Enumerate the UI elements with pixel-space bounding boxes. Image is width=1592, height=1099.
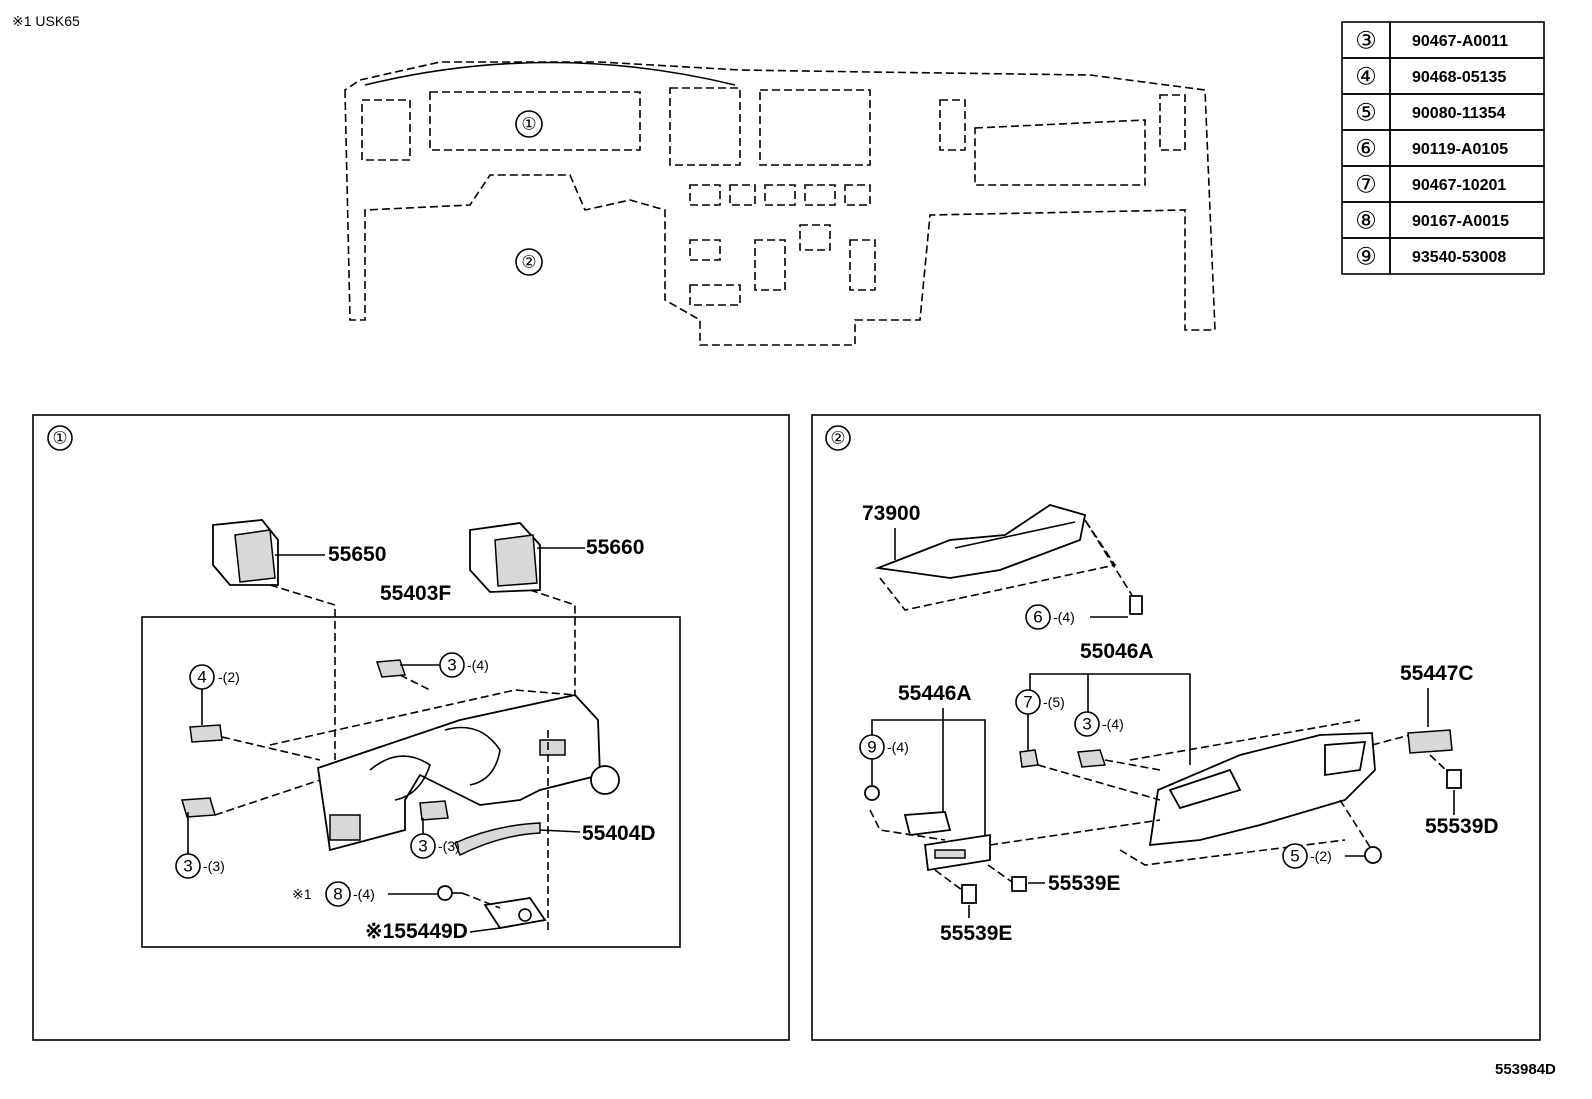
callout-3-p2-qty: -(4) xyxy=(1102,716,1124,732)
panel-1: ① 55650 55660 55403F xyxy=(32,414,790,1041)
table-ref: ④ xyxy=(1355,64,1377,91)
trim-55404d-part xyxy=(454,822,581,857)
switch-base-55446a-part xyxy=(924,833,991,872)
part-label-55447c: 55447C xyxy=(1400,662,1474,685)
diagram-id: 553984D xyxy=(1495,1061,1556,1078)
table-part-number: 90467-10201 xyxy=(1412,177,1506,194)
clip-left-bottom xyxy=(181,797,216,818)
assembly-55403f-frame xyxy=(141,616,681,948)
panel-2-title-circle xyxy=(825,425,851,451)
bolt-6-part xyxy=(1129,595,1143,615)
panel-1-title: ① xyxy=(52,429,67,448)
switch-55449d-part xyxy=(483,897,547,929)
callout-8-bubble xyxy=(325,881,351,907)
part-label-55446a: 55446A xyxy=(898,682,972,705)
callout-3c-qty: -(3) xyxy=(438,838,460,854)
callout-3c-num: 3 xyxy=(418,837,427,856)
table-ref: ⑧ xyxy=(1355,208,1377,235)
clip-3-p2-part xyxy=(1077,749,1107,768)
callout-3-p2-bubble xyxy=(1074,711,1100,737)
screw-9-part xyxy=(864,785,880,801)
cap-55539e-a-part xyxy=(1011,876,1027,892)
clip-7-part xyxy=(1019,749,1039,768)
table-part-number: 93540-53008 xyxy=(1412,249,1506,266)
clip-top xyxy=(375,659,407,678)
part-label-55404d: 55404D xyxy=(582,822,656,845)
callout-3a-num: 3 xyxy=(447,656,456,675)
vent-55660-part xyxy=(469,522,585,593)
part-label-55650: 55650 xyxy=(328,543,386,566)
glovebox-bezel-part xyxy=(1148,732,1376,847)
panel-2-title: ② xyxy=(830,429,845,448)
panel-2-frame xyxy=(811,414,1541,1041)
table-partno-cell xyxy=(1389,237,1545,275)
panel-2: ② 73900 6 -(4) 55046A 7 -(5) 3 -(4) xyxy=(811,414,1541,1041)
callout-3b-qty: -(3) xyxy=(203,858,225,874)
callout-8-num: 8 xyxy=(333,885,342,904)
table-part-number: 90119-A0105 xyxy=(1412,141,1508,158)
bracket-73900-part xyxy=(874,504,1087,579)
callout-7-num: 7 xyxy=(1023,693,1032,712)
callout-6-qty: -(4) xyxy=(1053,609,1075,625)
callout-5-num: 5 xyxy=(1290,847,1299,866)
clip-left-top xyxy=(189,724,223,743)
cap-55539e-b-part xyxy=(961,884,977,904)
parts-table: ③ 90467-A0011 ④ 90468-05135 ⑤ 90080-11354 ⑥ 901… xyxy=(1341,21,1545,275)
dashboard-overview: ① ② xyxy=(344,61,1216,346)
cluster-panel-outline xyxy=(429,91,641,151)
part-label-55403f: 55403F xyxy=(380,582,451,605)
clip-center xyxy=(419,800,449,821)
callout-4-num: 4 xyxy=(197,668,206,687)
callout-3a-qty: -(4) xyxy=(467,657,489,673)
callout-3-p2-num: 3 xyxy=(1082,715,1091,734)
callout-4-qty: -(2) xyxy=(218,669,240,685)
callout-9-qty: -(4) xyxy=(887,739,909,755)
overview-callout-1-label: ① xyxy=(521,115,536,134)
part-label-55539e-a: 55539E xyxy=(1048,872,1120,895)
switch-55447c-part xyxy=(1407,729,1453,754)
part-label-73900: 73900 xyxy=(862,502,920,525)
table-part-number: 90167-A0015 xyxy=(1412,213,1509,230)
screw-8-part xyxy=(437,885,462,901)
screw-5-part xyxy=(1364,846,1382,864)
vent-55650-part xyxy=(212,519,325,586)
overview-callout-2 xyxy=(515,248,543,276)
panel-1-frame xyxy=(32,414,790,1041)
lower-bracket-part xyxy=(903,811,952,836)
callout-8-note: ※1 xyxy=(292,886,312,902)
part-label-55046a: 55046A xyxy=(1080,640,1154,663)
table-ref: ⑥ xyxy=(1355,136,1377,163)
panel-1-title-circle xyxy=(47,425,73,451)
table-part-number: 90080-11354 xyxy=(1412,105,1506,122)
overview-callout-2-label: ② xyxy=(521,253,536,272)
table-ref: ⑨ xyxy=(1355,244,1377,271)
model-note: ※1 USK65 xyxy=(12,13,80,29)
callout-5-qty: -(2) xyxy=(1310,848,1332,864)
callout-3b-num: 3 xyxy=(183,857,192,876)
part-label-55539e-b: 55539E xyxy=(940,922,1012,945)
table-ref: ③ xyxy=(1355,28,1377,55)
callout-6-num: 6 xyxy=(1033,608,1042,627)
table-part-number: 90468-05135 xyxy=(1412,69,1506,86)
part-label-55539d: 55539D xyxy=(1425,815,1499,838)
part-label-55449d: ※155449D xyxy=(365,920,468,943)
cap-55539d-part xyxy=(1446,769,1462,789)
callout-9-num: 9 xyxy=(867,738,876,757)
instrument-cluster-panel xyxy=(317,694,620,852)
part-label-55660: 55660 xyxy=(586,536,644,559)
table-ref: ⑤ xyxy=(1355,100,1377,127)
callout-5-bubble xyxy=(1282,843,1308,869)
overview-callout-1 xyxy=(515,110,543,138)
table-ref: ⑦ xyxy=(1355,172,1377,199)
callout-7-qty: -(5) xyxy=(1043,694,1065,710)
table-part-number: 90467-A0011 xyxy=(1412,33,1508,50)
callout-6-bubble xyxy=(1025,604,1051,630)
callout-8-qty: -(4) xyxy=(353,886,375,902)
